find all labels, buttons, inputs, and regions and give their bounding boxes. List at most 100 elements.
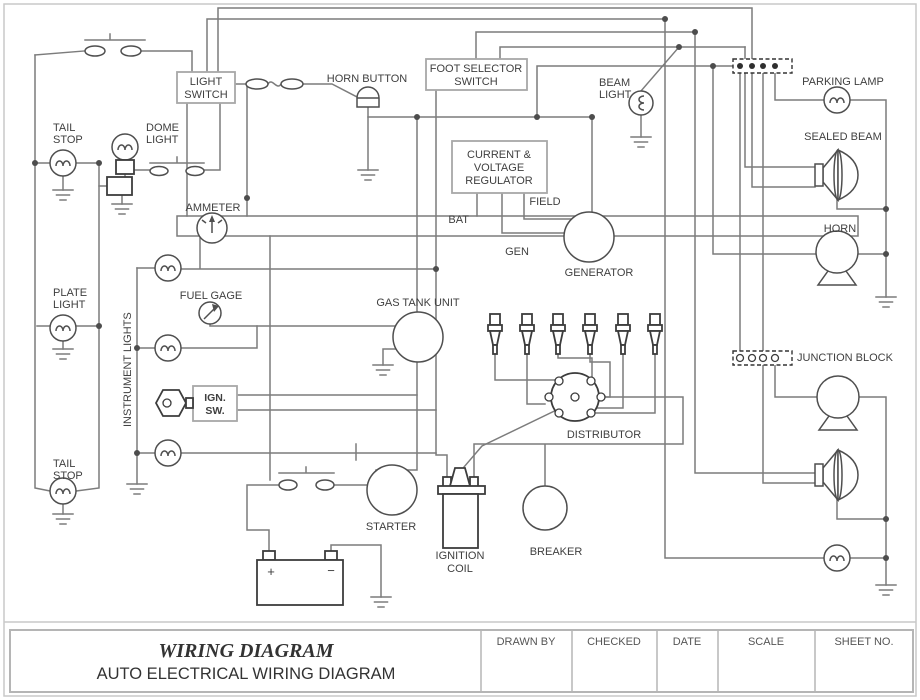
breaker-circle [522, 485, 568, 531]
instrument-lamp-2 [154, 334, 182, 362]
horn-button-dome [356, 86, 380, 108]
field-label: FIELD [529, 196, 560, 208]
instrument-lamp-3 [154, 439, 182, 467]
gen-label: GEN [505, 246, 529, 258]
plate-light-label-1: PLATE [53, 287, 87, 299]
ignition-switch-label-2: SW. [205, 405, 224, 417]
light-switch-box [176, 71, 236, 104]
dome-light-switch [149, 165, 205, 177]
sealed-beam-1 [814, 149, 859, 201]
horn-label: HORN [824, 223, 856, 235]
horn-2 [816, 375, 860, 431]
spark-plugs [487, 313, 663, 355]
tail-stop-bottom-label-2: STOP [53, 470, 83, 482]
headlamp-switch [245, 78, 304, 90]
battery-plus-label: + [267, 564, 275, 579]
spark-plug-5 [615, 313, 631, 355]
battery-minus-label: − [327, 563, 335, 578]
bat-label: BAT [448, 214, 469, 226]
tail-stop-top-label-2: STOP [53, 134, 83, 146]
gas-tank-unit-circle [392, 311, 444, 363]
dome-light-fixture [106, 159, 135, 196]
regulator-label-3: REGULATOR [465, 175, 532, 187]
horn-1 [815, 230, 859, 286]
title-block: WIRING DIAGRAM AUTO ELECTRICAL WIRING DI… [9, 629, 914, 693]
generator-label: GENERATOR [565, 267, 634, 279]
spark-plug-1 [487, 313, 503, 355]
ground-dome-light [111, 203, 133, 215]
foot-selector-label-2: SWITCH [454, 76, 497, 88]
ignition-key [154, 389, 194, 417]
ground-gas-tank [372, 364, 394, 376]
title-col-drawn-by: DRAWN BY [497, 636, 557, 648]
regulator-label-2: VOLTAGE [474, 162, 524, 174]
drawing-subtitle: AUTO ELECTRICAL WIRING DIAGRAM [97, 665, 396, 683]
battery: + − [256, 550, 344, 606]
page-frame [3, 3, 917, 697]
distributor-unit [544, 372, 606, 422]
light-switch-label-2: SWITCH [184, 89, 227, 101]
ignition-switch-box [192, 385, 238, 422]
beam-light-lamp [628, 90, 654, 116]
labels: TAIL STOP DOME LIGHT LIGHT SWITCH HORN B… [53, 63, 894, 575]
sealed-beam-label: SEALED BEAM [804, 131, 882, 143]
light-switch-label-1: LIGHT [190, 76, 223, 88]
starter-circle [366, 464, 418, 516]
instrument-lamp-1 [154, 254, 182, 282]
foot-selector-switch-box [425, 58, 528, 91]
ground-tail-stop-top [52, 189, 74, 201]
ground-tail-stop-bottom [52, 513, 74, 525]
title-col-checked: CHECKED [587, 636, 641, 648]
junction-block-bottom [732, 350, 793, 366]
gas-tank-unit-label: GAS TANK UNIT [376, 297, 460, 309]
beam-light-label-1: BEAM [599, 77, 630, 89]
tail-stop-bottom-label-1: TAIL [53, 458, 75, 470]
ignition-switch-label-1: IGN. [204, 392, 226, 404]
dome-light-lamp [111, 133, 139, 161]
ammeter-gauge [196, 212, 228, 244]
title-col-sheet-no: SHEET NO. [834, 636, 893, 648]
plate-light-lamp [49, 314, 77, 342]
ground-right-top [875, 296, 897, 308]
ground-beam-light [630, 136, 652, 148]
distributor-label: DISTRIBUTOR [567, 429, 641, 441]
ammeter-label: AMMETER [186, 202, 241, 214]
spark-plug-3 [550, 313, 566, 355]
parking-lamp-1 [823, 86, 851, 114]
fuel-gage-label: FUEL GAGE [180, 290, 243, 302]
breaker-label: BREAKER [530, 546, 583, 558]
ignition-coil-unit [437, 467, 486, 549]
ground-plate-light [52, 348, 74, 360]
junction-dots [32, 16, 889, 561]
plate-light-label-2: LIGHT [53, 299, 86, 311]
components: + − [49, 45, 860, 606]
spark-plug-2 [519, 313, 535, 355]
ground-horn-button [357, 169, 379, 181]
sealed-beam-2 [814, 449, 859, 501]
beam-light-label-2: LIGHT [599, 89, 632, 101]
starter-switch [278, 479, 335, 491]
ground-instrument-lights [126, 483, 148, 495]
parking-lamp-2 [823, 544, 851, 572]
generator-circle [563, 211, 615, 263]
drawing-title: WIRING DIAGRAM [158, 640, 334, 662]
wire-layer [34, 7, 887, 598]
tail-light-switch [84, 45, 142, 57]
starter-label: STARTER [366, 521, 416, 533]
ground-right-bottom [875, 584, 897, 596]
title-col-scale: SCALE [748, 636, 784, 648]
title-col-date: DATE [673, 636, 702, 648]
dome-light-label-2: LIGHT [146, 134, 179, 146]
spark-plug-6 [647, 313, 663, 355]
junction-block-label: JUNCTION BLOCK [797, 352, 894, 364]
dome-light-label-1: DOME [146, 122, 179, 134]
regulator-label-1: CURRENT & [467, 149, 532, 161]
spark-plug-4 [582, 313, 598, 355]
ignition-coil-label-2: COIL [447, 563, 473, 575]
tail-stop-top-label-1: TAIL [53, 122, 75, 134]
instrument-lights-label: INSTRUMENT LIGHTS [122, 312, 134, 427]
regulator-box [451, 140, 548, 194]
horn-button-label: HORN BUTTON [327, 73, 408, 85]
